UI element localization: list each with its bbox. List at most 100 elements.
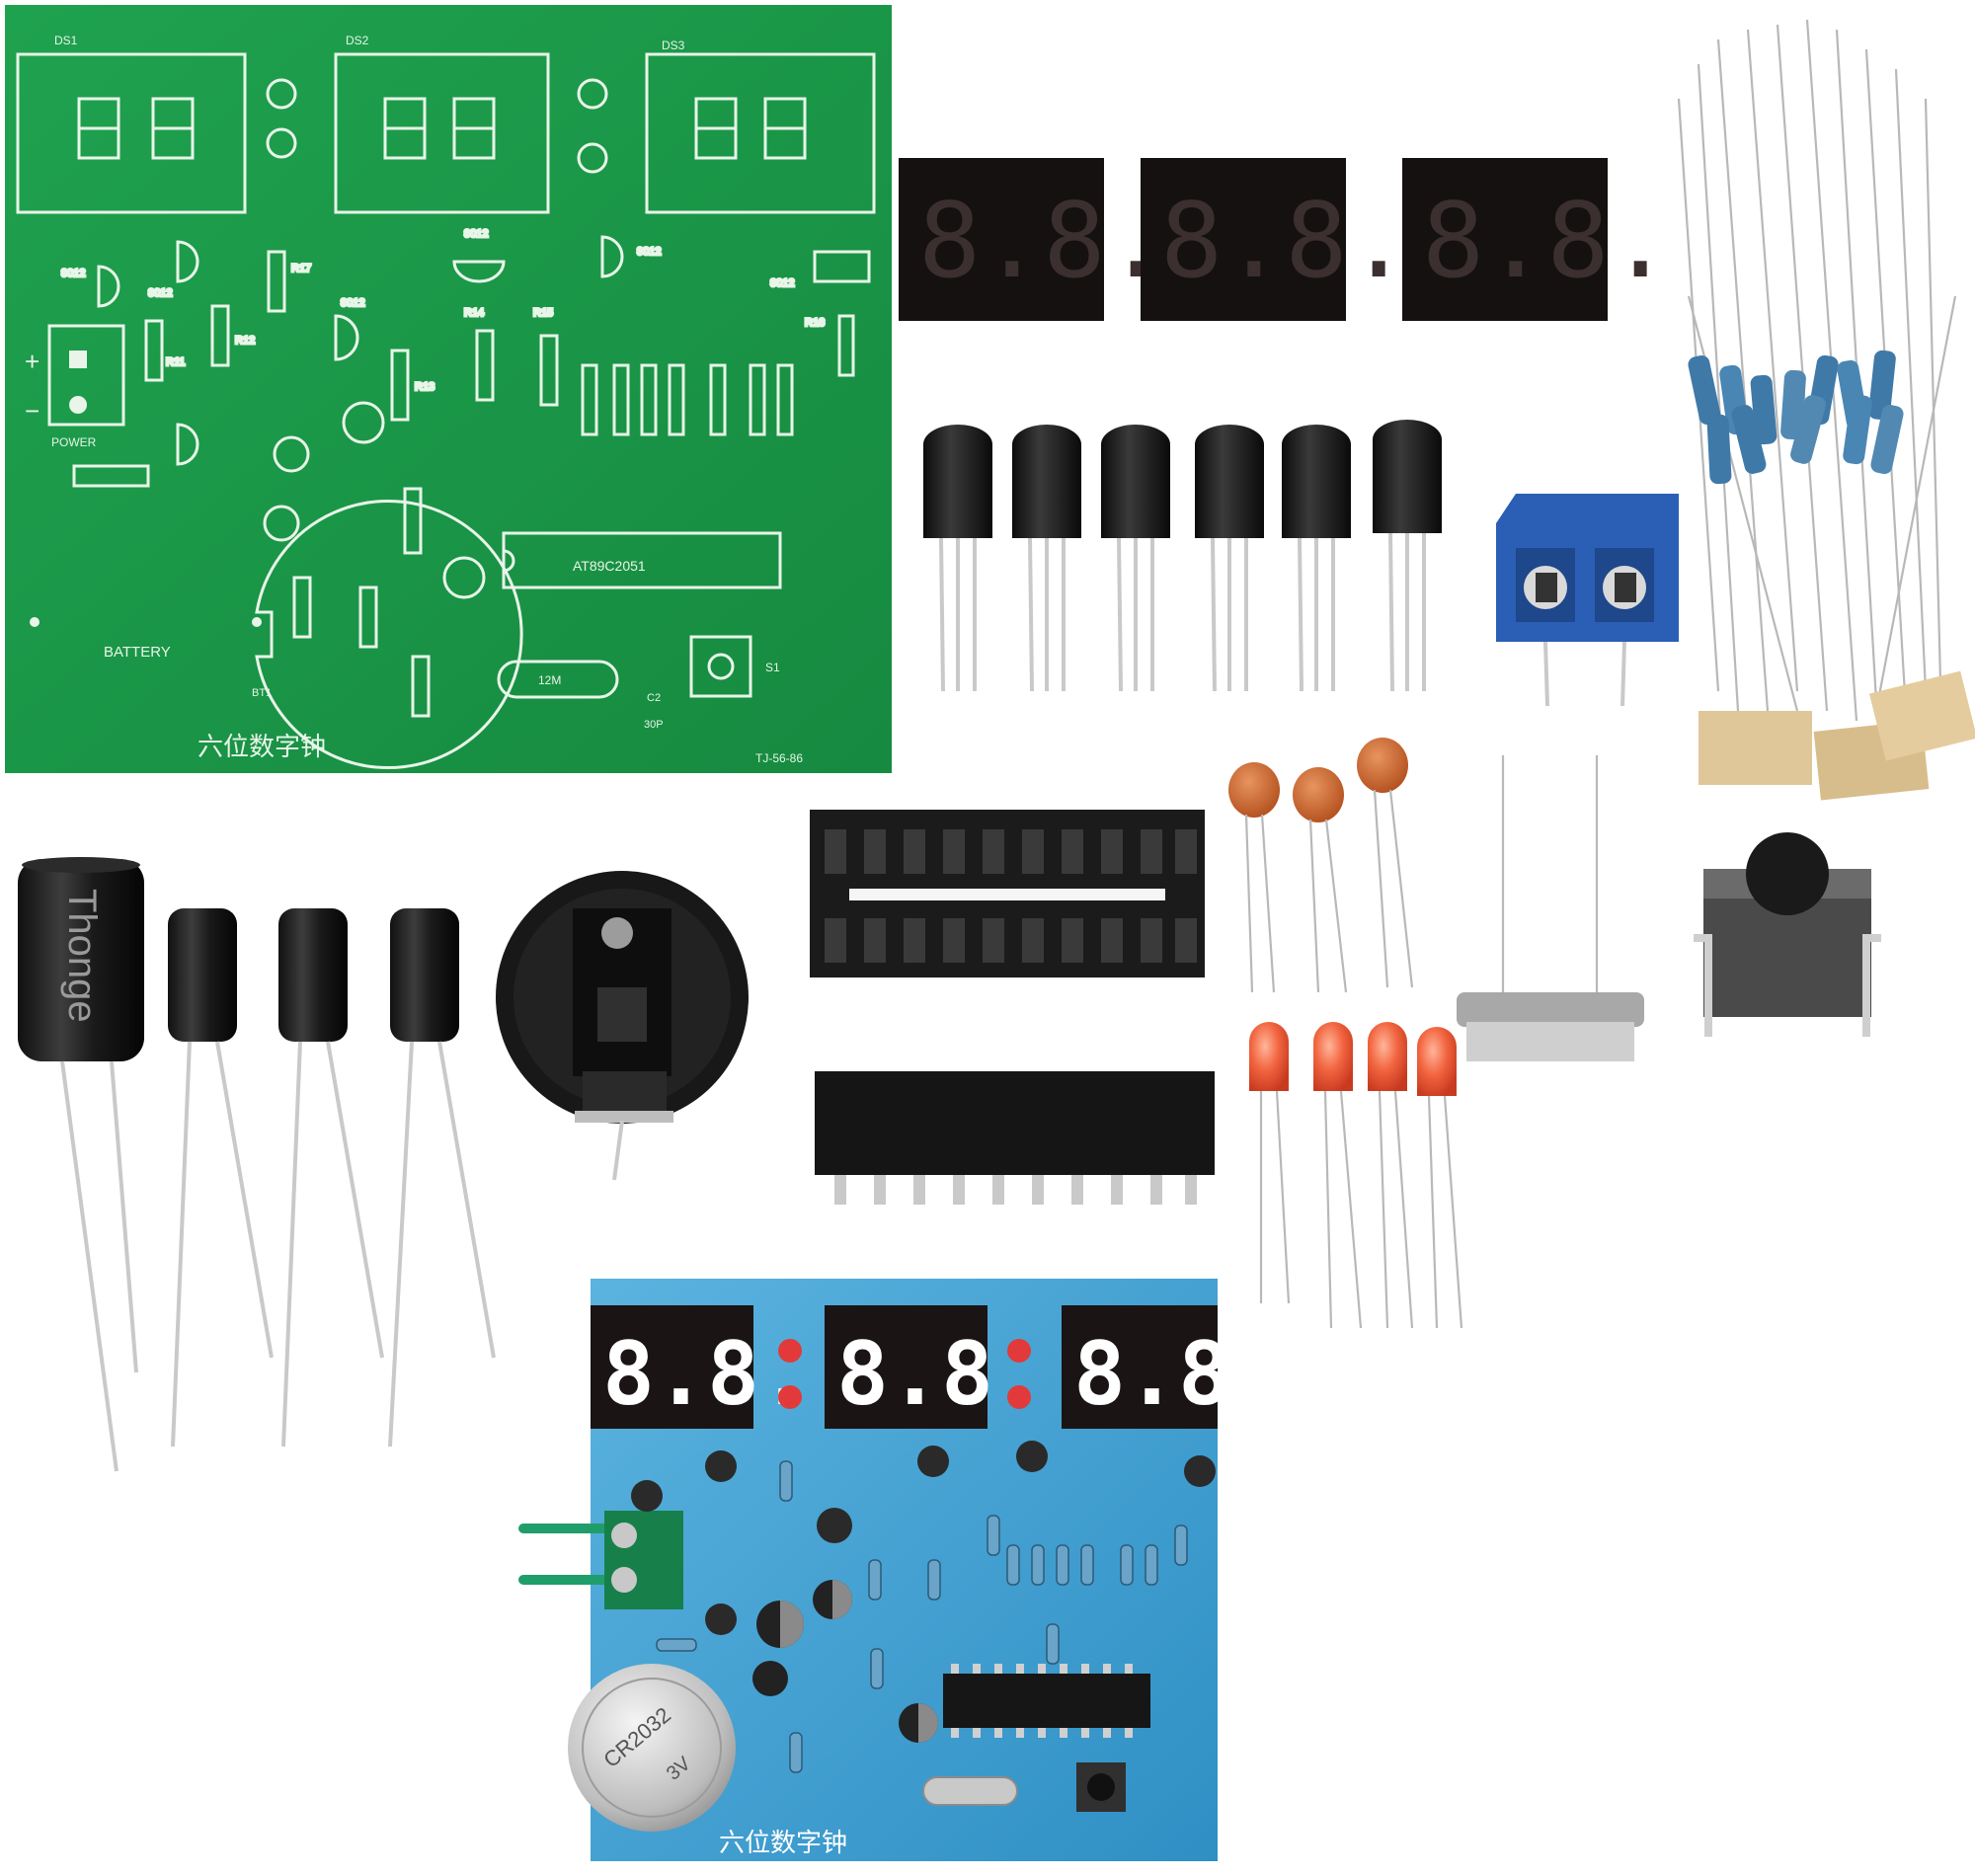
chip-label: AT89C2051 <box>573 558 646 574</box>
electrolytic-capacitor <box>388 908 496 1447</box>
large-electrolytic-capacitor: Thonge <box>18 857 144 1472</box>
transistor <box>1373 420 1442 692</box>
resistor <box>1870 404 1904 475</box>
q-label-5: 9012 <box>637 246 661 258</box>
cap-value: 30P <box>644 719 664 731</box>
plus-mark: + <box>25 347 40 376</box>
r-label-12: R12 <box>235 335 255 347</box>
pcb-cap-footprints <box>263 401 486 599</box>
transistors <box>923 420 1442 692</box>
q-label-3: 9012 <box>341 297 364 309</box>
green-pcb-code: TJ-56-86 <box>755 751 803 765</box>
board-resistors <box>656 1460 1188 1773</box>
ds-ref-3: DS3 <box>662 39 685 52</box>
lit-display-digits: 8.8. <box>1073 1323 1283 1425</box>
resistor <box>1750 374 1778 445</box>
ceramic-capacitor <box>1357 738 1414 988</box>
transistor <box>923 425 992 692</box>
minus-mark: − <box>25 396 40 426</box>
cap-ref: C2 <box>647 692 661 704</box>
green-terminal <box>604 1511 683 1609</box>
capacitor-brand: Thonge <box>60 889 104 1023</box>
r-label-14: R14 <box>464 307 484 319</box>
blue-pcb-title: 六位数字钟 <box>719 1828 847 1857</box>
r-label-15: R15 <box>533 307 553 319</box>
resistor <box>1706 414 1732 485</box>
transistor <box>1282 425 1351 692</box>
pcb-transistor-footprints: 9012 9012 9012 9012 9012 9012 <box>60 227 871 466</box>
coin-cell-battery: CR2032 3V <box>568 1664 736 1832</box>
r-label-13: R13 <box>415 381 434 393</box>
ceramic-capacitor <box>1228 762 1280 993</box>
r-label-17: R17 <box>291 263 311 274</box>
resistor <box>1790 395 1826 464</box>
microcontroller-chip <box>815 1071 1215 1205</box>
pcb-ic-footprint: AT89C2051 <box>502 531 782 589</box>
red-led <box>1249 1022 1291 1304</box>
screw-terminal <box>1496 494 1679 707</box>
lit-display-digits: 8.8. <box>836 1323 1046 1425</box>
pcb-resistor-footprints: R11 R12 R13 R14 R15 R16 R17 <box>72 250 855 718</box>
red-led <box>1417 1027 1463 1329</box>
electrolytic-capacitors: Thonge <box>18 857 496 1472</box>
battery-ref: BT1 <box>252 687 272 699</box>
electrolytic-capacitor <box>278 908 384 1447</box>
board-crystal <box>922 1776 1018 1806</box>
blue-pcb-assembled: 8.8. 8.8. 8.8. <box>518 1279 1283 1861</box>
r-label-11: R11 <box>166 356 185 368</box>
pcb-display-footprints: DS1 DS2 DS3 <box>16 34 876 214</box>
svg-text:8.8.: 8.8. <box>1422 181 1672 301</box>
electrolytic-capacitor <box>168 908 274 1447</box>
crystal-oscillator <box>1457 755 1644 1061</box>
ceramic-capacitor <box>1293 767 1348 993</box>
ds-ref-1: DS1 <box>54 34 78 47</box>
transistor <box>1101 425 1170 692</box>
ds-ref-2: DS2 <box>346 34 369 47</box>
r-label-16: R16 <box>805 317 825 329</box>
transistor <box>1012 425 1081 692</box>
green-pcb-title: 六位数字钟 <box>198 732 326 761</box>
lit-display: 8.8. <box>1062 1305 1283 1429</box>
red-leds <box>1249 1022 1463 1329</box>
tact-switch <box>1694 832 1881 1037</box>
board-button <box>1076 1762 1126 1812</box>
board-ic <box>943 1664 1150 1738</box>
ceramic-capacitors <box>1228 738 1414 993</box>
board-caps <box>752 1580 938 1743</box>
resistor <box>1868 350 1896 421</box>
q-label-2: 9012 <box>148 287 172 299</box>
battery-holder <box>496 871 749 1181</box>
ic-socket <box>810 810 1205 977</box>
red-led <box>1368 1022 1414 1329</box>
pcb-switch-footprint: S1 <box>689 635 780 698</box>
lit-display: 8.8. <box>591 1305 812 1429</box>
svg-text:8.8.: 8.8. <box>918 181 1168 301</box>
tape-strips <box>1698 670 1975 801</box>
resistor <box>1843 394 1872 465</box>
green-pcb: DS1 DS2 DS3 9012 9012 9012 9012 9012 901… <box>5 5 892 773</box>
resistor <box>1731 405 1767 474</box>
switch-ref: S1 <box>765 661 780 674</box>
crystal-label: 12M <box>538 673 561 687</box>
red-led <box>1313 1022 1363 1329</box>
seven-segment-display: 8.8. <box>899 158 1168 321</box>
seven-segment-display: 8.8. <box>1402 158 1672 321</box>
q-label-1: 9012 <box>61 268 85 279</box>
power-label: POWER <box>51 435 97 449</box>
pcb-led-pads <box>266 78 608 174</box>
pcb-crystal-footprint: 12M C2 30P <box>497 660 664 731</box>
pcb-battery-footprint: BATTERY BT1 <box>30 500 523 769</box>
resistor-bundle <box>1677 19 1975 801</box>
lit-display: 8.8. <box>825 1305 1046 1429</box>
transistor <box>1195 425 1264 692</box>
board-transistors <box>631 1441 1216 1635</box>
battery-label: BATTERY <box>104 644 171 661</box>
seven-segment-display: 8.8. <box>1141 158 1410 321</box>
colon-leds <box>778 1339 1031 1409</box>
pcb-power-connector: + − POWER <box>25 324 125 449</box>
q-label-6: 9012 <box>770 277 794 289</box>
resistor <box>1688 354 1721 426</box>
lit-display-digits: 8.8. <box>602 1323 812 1425</box>
q-label-4: 9012 <box>464 228 488 240</box>
